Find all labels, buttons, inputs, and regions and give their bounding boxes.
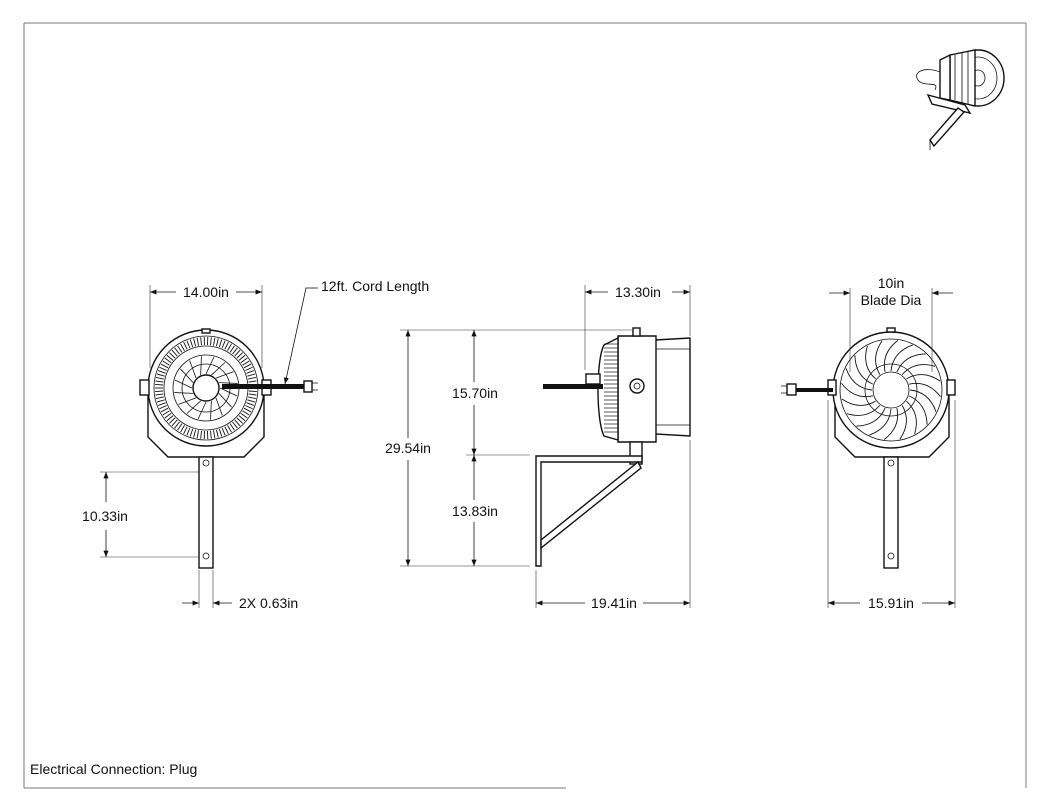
back-dimensions — [827, 288, 956, 608]
blade-size-label: 10in — [878, 275, 904, 291]
front-width-label: 14.00in — [183, 284, 229, 300]
lower-height-label: 13.83in — [452, 503, 498, 519]
blade-caption-label: Blade Dia — [861, 292, 922, 308]
back-width-label: 15.91in — [868, 595, 914, 611]
sheet-border — [23, 22, 1027, 789]
upper-height-label: 15.70in — [452, 385, 498, 401]
back-view — [781, 327, 956, 569]
overall-height-label: 29.54in — [385, 440, 431, 456]
front-view — [139, 328, 318, 569]
side-fins — [604, 343, 618, 433]
hole-size-label: 2X 0.63in — [239, 595, 298, 611]
side-view — [535, 327, 691, 567]
cord-length-label: 12ft. Cord Length — [321, 278, 429, 294]
side-depth-label: 13.30in — [615, 284, 661, 300]
front-dimensions — [100, 285, 318, 608]
side-dimensions — [400, 285, 691, 608]
electrical-connection-note: Electrical Connection: Plug — [30, 761, 198, 777]
bracket-length-label: 10.33in — [82, 508, 128, 524]
reach-label: 19.41in — [591, 595, 637, 611]
isometric-thumbnail — [916, 49, 1005, 150]
